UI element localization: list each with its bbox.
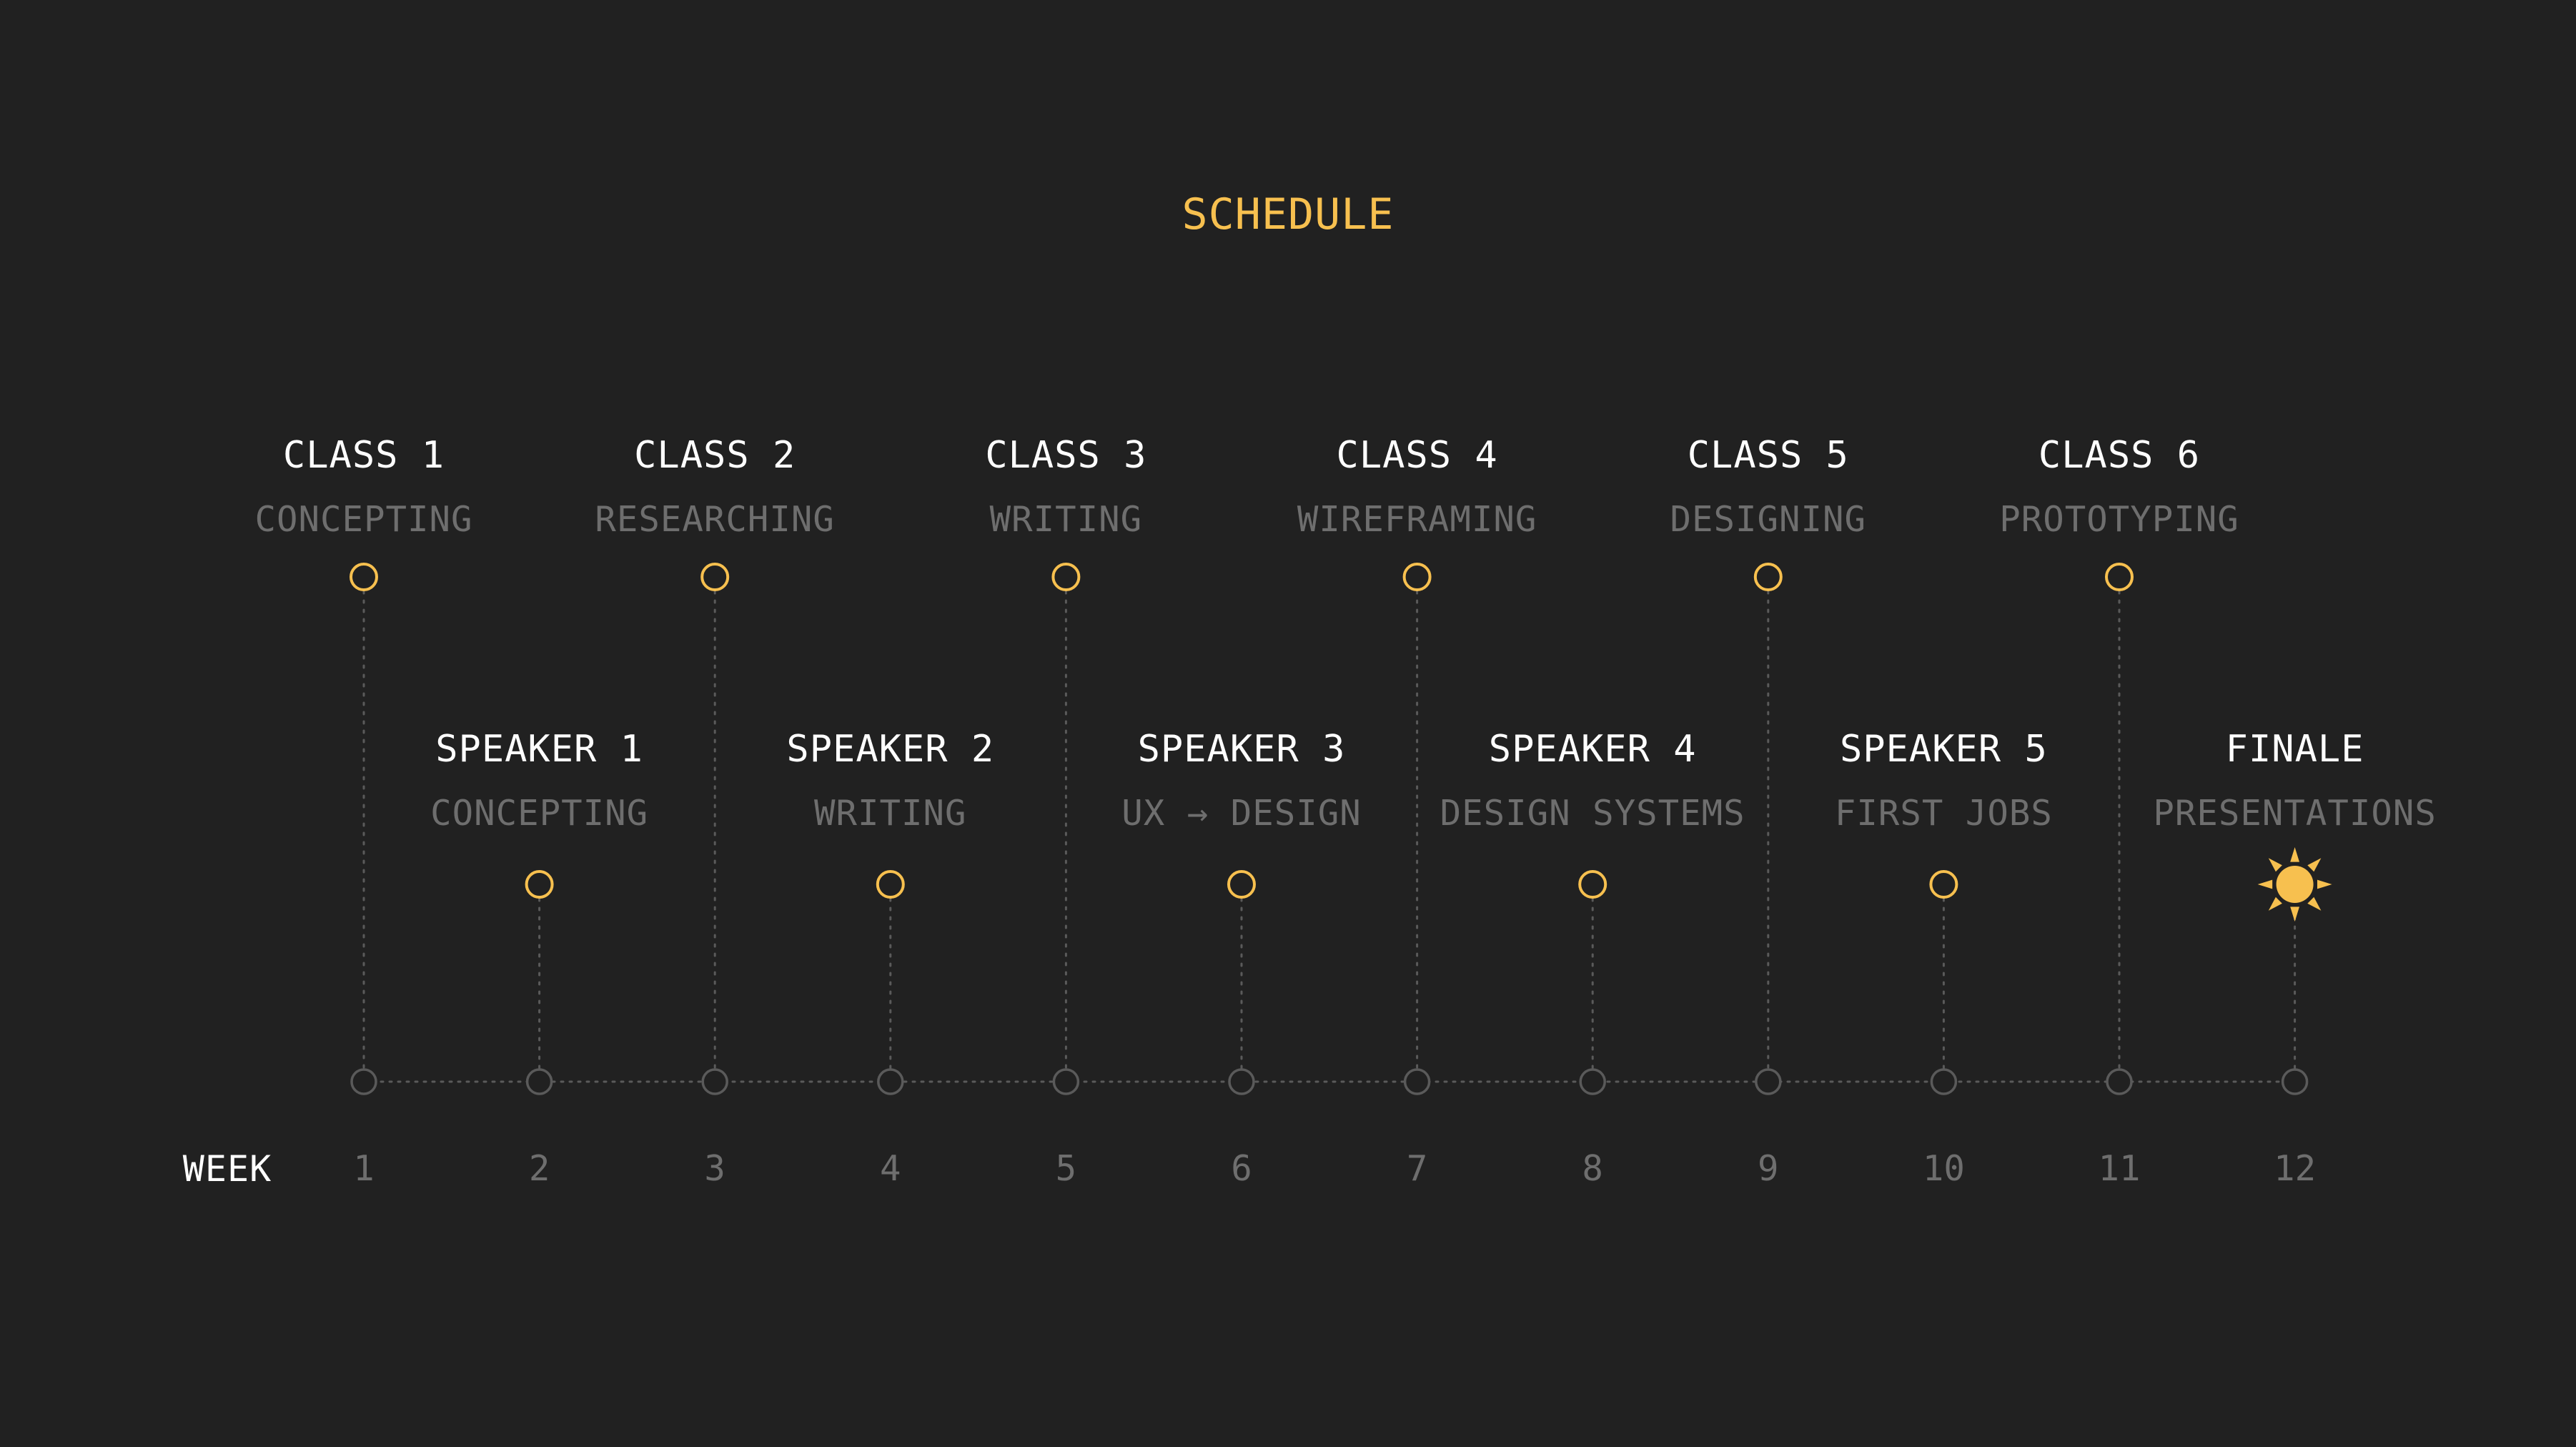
event-title: CLASS 4 — [1336, 434, 1498, 477]
event-subtitle: PROTOTYPING — [1999, 499, 2239, 540]
event-title: SPEAKER 5 — [1840, 728, 2048, 771]
week-number: 9 — [1758, 1148, 1779, 1189]
event-subtitle: WIREFRAMING — [1297, 499, 1537, 540]
week-axis-label: WEEK — [182, 1148, 272, 1190]
event-2: SPEAKER 1 CONCEPTING — [354, 726, 725, 837]
event-subtitle: PRESENTATIONS — [2153, 793, 2437, 834]
week-number: 2 — [528, 1148, 550, 1189]
circle-icon — [700, 563, 730, 591]
week-number: 3 — [704, 1148, 725, 1189]
event-subtitle: UX → DESIGN — [1121, 793, 1362, 834]
event-title: CLASS 2 — [634, 434, 796, 477]
week-marker-12 — [2281, 1068, 2309, 1095]
circle-icon — [1402, 563, 1432, 591]
week-marker-4 — [877, 1068, 904, 1095]
week-marker-11 — [2106, 1068, 2133, 1095]
event-3: CLASS 2 RESEARCHING — [529, 432, 901, 543]
event-title: CLASS 5 — [1687, 434, 1849, 477]
circle-icon — [1578, 870, 1607, 899]
week-marker-6 — [1228, 1068, 1255, 1095]
sun-icon — [2257, 847, 2332, 922]
event-title: FINALE — [2225, 728, 2364, 771]
circle-icon — [525, 870, 554, 899]
event-title: SPEAKER 4 — [1488, 728, 1697, 771]
event-subtitle: CONCEPTING — [254, 499, 473, 540]
week-marker-10 — [1930, 1068, 1958, 1095]
event-title: SPEAKER 2 — [786, 728, 995, 771]
week-number: 7 — [1406, 1148, 1428, 1189]
event-6: SPEAKER 3 UX → DESIGN — [1056, 726, 1427, 837]
event-8: SPEAKER 4 DESIGN SYSTEMS — [1407, 726, 1778, 837]
week-number: 6 — [1231, 1148, 1252, 1189]
event-4: SPEAKER 2 WRITING — [705, 726, 1076, 837]
event-subtitle: WRITING — [814, 793, 967, 834]
event-12: FINALE PRESENTATIONS — [2109, 726, 2481, 837]
event-subtitle: FIRST JOBS — [1834, 793, 2053, 834]
week-number: 10 — [1922, 1148, 1965, 1189]
circle-icon — [1051, 563, 1081, 591]
event-subtitle: DESIGNING — [1670, 499, 1867, 540]
event-subtitle: CONCEPTING — [430, 793, 649, 834]
week-marker-5 — [1052, 1068, 1080, 1095]
event-title: CLASS 3 — [985, 434, 1147, 477]
event-title: CLASS 1 — [282, 434, 445, 477]
week-number: 11 — [2098, 1148, 2141, 1189]
event-7: CLASS 4 WIREFRAMING — [1232, 432, 1603, 543]
week-marker-3 — [701, 1068, 728, 1095]
week-number: 12 — [2274, 1148, 2317, 1189]
event-subtitle: WRITING — [989, 499, 1143, 540]
circle-icon — [350, 563, 378, 591]
circle-icon — [876, 870, 905, 899]
event-title: SPEAKER 3 — [1137, 728, 1346, 771]
week-number: 8 — [1582, 1148, 1603, 1189]
event-title: SPEAKER 1 — [435, 728, 643, 771]
event-9: CLASS 5 DESIGNING — [1582, 432, 1954, 543]
circle-icon — [2105, 563, 2134, 591]
event-5: CLASS 3 WRITING — [880, 432, 1252, 543]
event-11: CLASS 6 PROTOTYPING — [1933, 432, 2305, 543]
circle-icon — [1929, 870, 1958, 899]
week-marker-8 — [1579, 1068, 1606, 1095]
event-subtitle: DESIGN SYSTEMS — [1440, 793, 1745, 834]
event-10: SPEAKER 5 FIRST JOBS — [1758, 726, 2129, 837]
week-number: 5 — [1055, 1148, 1077, 1189]
week-number: 4 — [880, 1148, 901, 1189]
week-marker-1 — [350, 1068, 377, 1095]
week-marker-7 — [1403, 1068, 1431, 1095]
week-number: 1 — [353, 1148, 375, 1189]
week-marker-9 — [1755, 1068, 1782, 1095]
event-1: CLASS 1 CONCEPTING — [178, 432, 550, 543]
event-subtitle: RESEARCHING — [595, 499, 835, 540]
circle-icon — [1753, 563, 1783, 591]
week-marker-2 — [525, 1068, 553, 1095]
circle-icon — [1227, 870, 1256, 899]
event-title: CLASS 6 — [2038, 434, 2201, 477]
page-title: SCHEDULE — [1182, 189, 1394, 239]
